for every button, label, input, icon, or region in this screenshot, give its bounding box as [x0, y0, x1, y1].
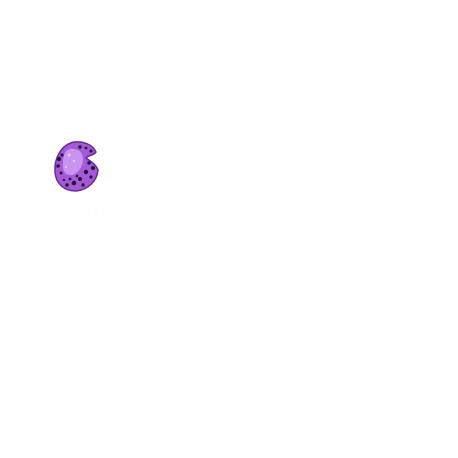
purple-gem-sprite-icon: [50, 139, 102, 195]
gem-highlights: [65, 153, 76, 168]
gem-speckles: [56, 145, 95, 187]
faint-speck: [95, 210, 97, 212]
